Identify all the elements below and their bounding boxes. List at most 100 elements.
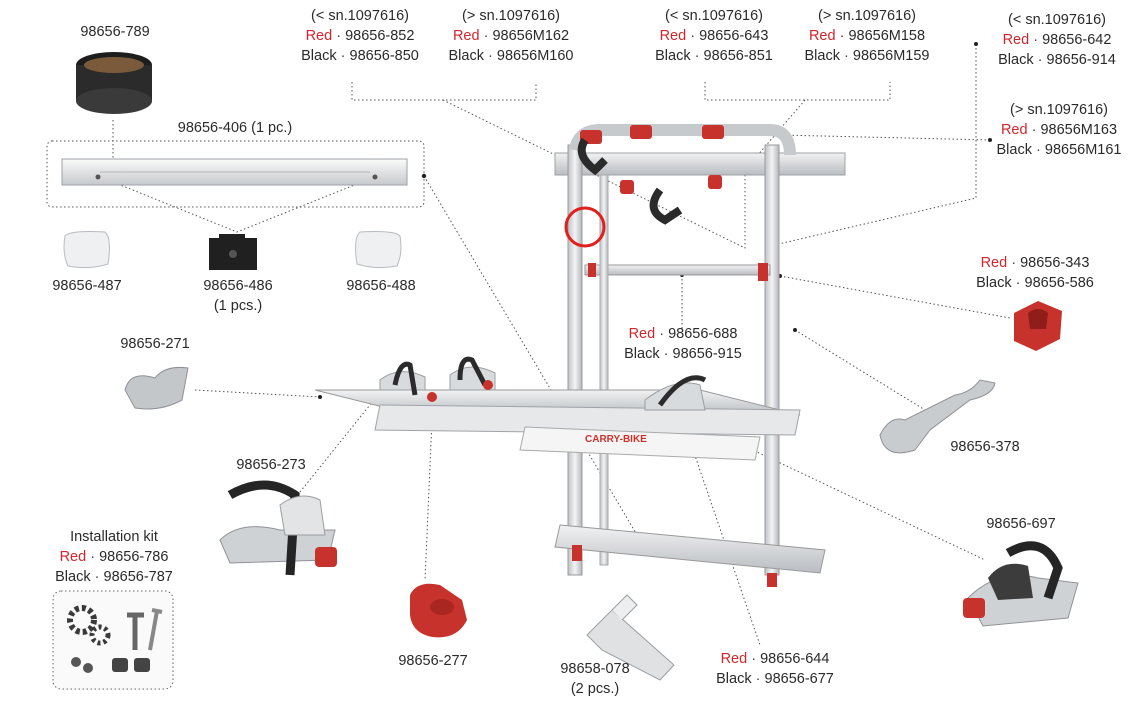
color-red: Red <box>720 651 748 667</box>
mount-plate-part <box>209 234 257 270</box>
leader-top-left <box>442 99 746 249</box>
bracket-top-left <box>351 82 537 101</box>
highlight-circle <box>564 206 606 248</box>
part-number: 98656-850 <box>349 48 419 64</box>
leader-271 <box>194 389 321 398</box>
separator: · <box>1015 275 1021 291</box>
label-486-code: 98656-486 <box>203 278 273 294</box>
separator: · <box>1031 122 1037 138</box>
label-top-d: (> sn.1097616) Red · 98656M158 Black · 9… <box>803 6 931 66</box>
separator: · <box>844 48 849 64</box>
label-488: 98656-488 <box>346 278 416 294</box>
strap-roll-part <box>76 52 152 114</box>
part-number: 98656M159 <box>852 48 930 64</box>
separator: · <box>1036 142 1041 158</box>
bike-rack-illustration: CARRY-BIKE <box>314 124 846 587</box>
part-number: 98656M161 <box>1044 142 1122 158</box>
label-installation-kit: Installation kit Red · 98656-786 Black ·… <box>44 527 184 587</box>
label-644: Red · 98656-644 Black · 98656-677 <box>712 649 838 689</box>
separator: · <box>90 549 96 565</box>
color-red: Red <box>59 549 87 565</box>
label-487: 98656-487 <box>52 278 122 294</box>
label-right-a-note: (< sn.1097616) <box>1008 12 1106 28</box>
wheel-holder-strap-part <box>219 480 337 576</box>
part-number: 98656-852 <box>345 28 415 44</box>
dot-406 <box>421 173 427 179</box>
label-688: Red · 98656-688 Black · 98656-915 <box>620 324 746 364</box>
label-top-b: (> sn.1097616) Red · 98656M162 Black · 9… <box>448 6 574 66</box>
color-black: Black <box>655 48 691 64</box>
color-red: Red <box>1002 32 1030 48</box>
label-top-b-note: (> sn.1097616) <box>462 8 560 24</box>
separator: · <box>751 651 757 667</box>
part-number: 98656-787 <box>103 569 173 585</box>
wheel-holder-strap-right-part <box>963 541 1079 627</box>
separator: · <box>663 346 669 362</box>
part-number: 98656-644 <box>760 651 830 667</box>
separator: · <box>755 671 761 687</box>
part-number: 98656M158 <box>848 28 926 44</box>
color-red: Red <box>305 28 333 44</box>
color-red: Red <box>452 28 480 44</box>
color-black: Black <box>976 275 1012 291</box>
dot-271 <box>318 395 322 399</box>
color-black: Black <box>996 142 1032 158</box>
part-number: 98656-343 <box>1020 255 1090 271</box>
end-cap-right-part <box>355 231 402 269</box>
label-697: 98656-697 <box>986 516 1056 532</box>
bracket-top-right <box>704 82 891 101</box>
label-789: 98656-789 <box>80 24 150 40</box>
color-red: Red <box>628 326 656 342</box>
separator: · <box>336 28 342 44</box>
label-078-qty: (2 pcs.) <box>570 681 620 697</box>
label-top-a-note: (< sn.1097616) <box>311 8 409 24</box>
dot-right-b <box>988 138 992 142</box>
separator: · <box>1011 255 1017 271</box>
label-top-c: (< sn.1097616) Red · 98656-643 Black · 9… <box>654 6 774 66</box>
separator: · <box>659 326 665 342</box>
label-273: 98656-273 <box>236 457 306 473</box>
label-486-qty: (1 pcs.) <box>213 298 263 314</box>
separator: · <box>488 48 493 64</box>
label-486: 98656-486 (1 pcs.) <box>190 276 286 316</box>
color-black: Black <box>301 48 337 64</box>
brand-text: CARRY-BIKE <box>585 434 647 445</box>
part-number: 98656M162 <box>492 28 570 44</box>
wheel-cradle-part <box>124 367 189 410</box>
color-black: Black <box>716 671 752 687</box>
color-black: Black <box>804 48 840 64</box>
label-343: Red · 98656-343 Black · 98656-586 <box>972 253 1098 293</box>
part-number: 98656-586 <box>1024 275 1094 291</box>
label-078: 98658-078 (2 pcs.) <box>547 659 643 699</box>
part-number: 98656-914 <box>1046 52 1116 68</box>
red-block-part <box>1014 301 1062 351</box>
part-number: 98656-688 <box>668 326 738 342</box>
separator: · <box>1037 52 1043 68</box>
color-black: Black <box>624 346 660 362</box>
red-knob-part <box>410 583 467 638</box>
label-271: 98656-271 <box>120 336 190 352</box>
separator: · <box>690 28 696 44</box>
leader-right-b <box>779 134 991 141</box>
label-277: 98656-277 <box>398 653 468 669</box>
label-top-d-note: (> sn.1097616) <box>818 8 916 24</box>
color-red: Red <box>980 255 1008 271</box>
label-right-b-note: (> sn.1097616) <box>1010 102 1108 118</box>
dot-right-a <box>974 42 978 46</box>
label-top-c-note: (< sn.1097616) <box>665 8 763 24</box>
color-black: Black <box>448 48 484 64</box>
part-number: 98656-851 <box>703 48 773 64</box>
leader-343 <box>779 275 1011 319</box>
leader-277 <box>424 396 434 581</box>
label-078-code: 98658-078 <box>560 661 630 677</box>
part-number: 98656-677 <box>764 671 834 687</box>
part-number: 98656M163 <box>1040 122 1118 138</box>
tube-clamp-part <box>879 379 996 454</box>
label-406: 98656-406 (1 pc.) <box>177 120 293 136</box>
color-red: Red <box>659 28 687 44</box>
part-number: 98656-915 <box>672 346 742 362</box>
installation-kit-box <box>52 590 174 690</box>
label-top-a: (< sn.1097616) Red · 98656-852 Black · 9… <box>300 6 420 66</box>
mount-bracket-part <box>586 594 675 681</box>
color-red: Red <box>808 28 836 44</box>
